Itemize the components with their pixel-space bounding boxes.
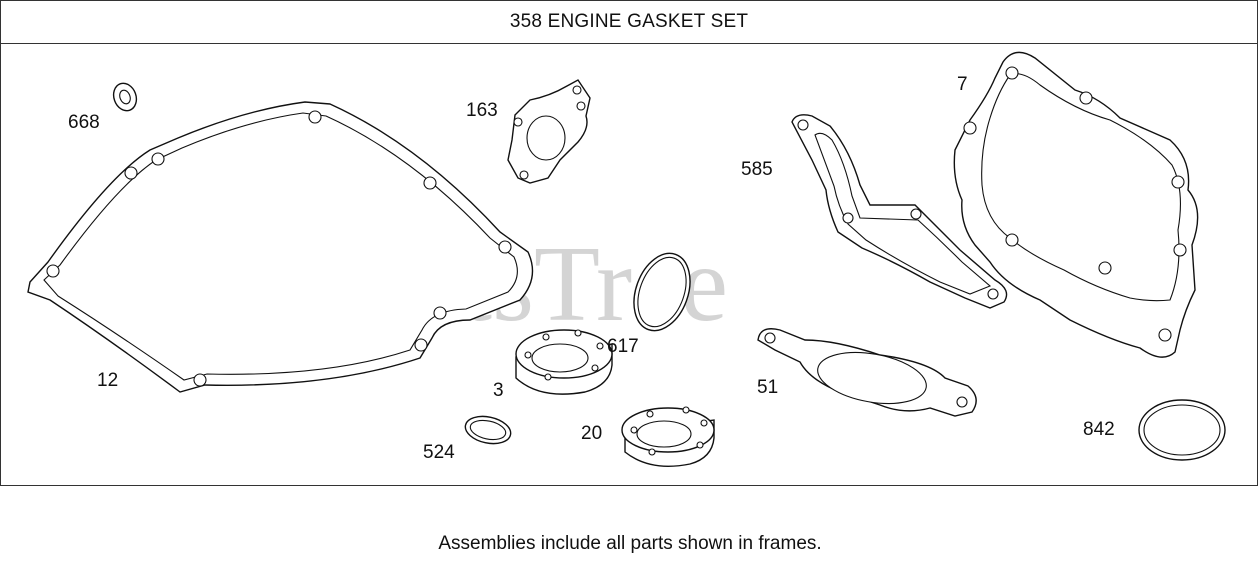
part-163-carburetor-gasket[interactable] xyxy=(507,79,591,184)
label-20[interactable]: 20 xyxy=(581,423,602,444)
label-617[interactable]: 617 xyxy=(607,336,639,357)
part-20-oil-seal[interactable] xyxy=(621,406,715,467)
label-3[interactable]: 3 xyxy=(493,380,504,401)
part-12-crankcase-gasket[interactable] xyxy=(27,101,534,393)
assembly-frame: 358 ENGINE GASKET SET xyxy=(0,0,1258,486)
part-668-seal[interactable] xyxy=(110,80,140,114)
part-585-intake-gasket[interactable] xyxy=(791,114,1008,309)
parts-diagram: PartsTree xyxy=(27,51,1226,467)
label-842[interactable]: 842 xyxy=(1083,419,1115,440)
diagram-title: 358 ENGINE GASKET SET xyxy=(1,1,1257,44)
label-668[interactable]: 668 xyxy=(68,112,100,133)
label-51[interactable]: 51 xyxy=(757,377,778,398)
footer-note: Assemblies include all parts shown in fr… xyxy=(438,533,822,554)
part-7-cylinder-head-gasket[interactable] xyxy=(953,51,1199,358)
label-524[interactable]: 524 xyxy=(423,442,455,463)
label-585[interactable]: 585 xyxy=(741,159,773,180)
part-51-exhaust-gasket[interactable] xyxy=(757,328,977,417)
label-12[interactable]: 12 xyxy=(97,370,118,391)
part-617-o-ring[interactable] xyxy=(624,246,700,339)
label-7[interactable]: 7 xyxy=(957,74,968,95)
label-163[interactable]: 163 xyxy=(466,100,498,121)
part-3-oil-seal[interactable] xyxy=(515,329,613,395)
part-842-o-ring[interactable] xyxy=(1138,399,1226,461)
part-524-o-ring[interactable] xyxy=(463,413,513,448)
